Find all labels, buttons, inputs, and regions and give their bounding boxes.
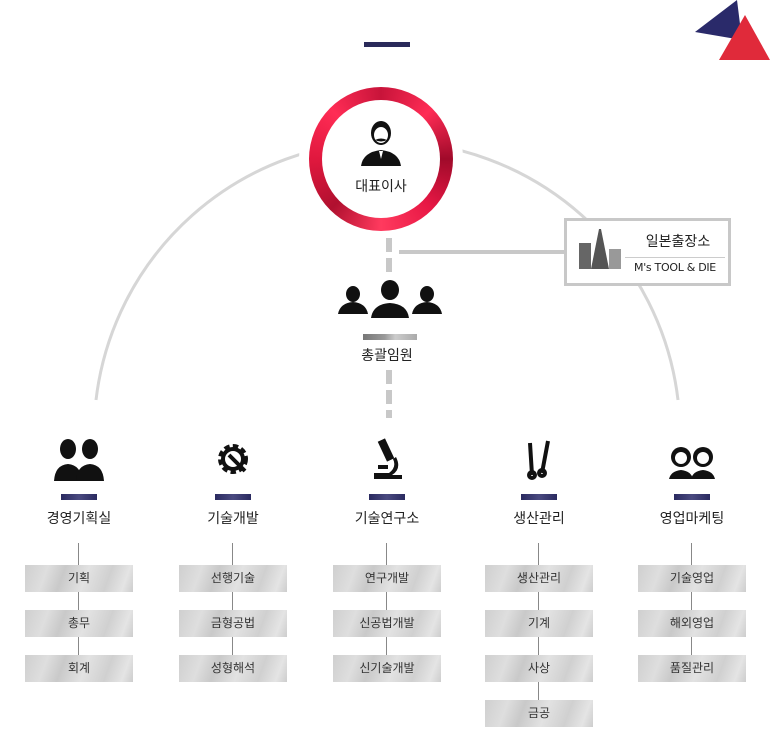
sub-team-box[interactable]: 금공 — [485, 700, 593, 727]
sub-team-box[interactable]: 회계 — [25, 655, 133, 682]
businessman-icon — [361, 121, 401, 166]
sub-team-box[interactable]: 성형해석 — [179, 655, 287, 682]
couple-icon — [54, 439, 104, 481]
microscope-icon — [374, 438, 402, 479]
department-name[interactable]: 기술개발 — [207, 511, 259, 527]
headset-icon — [669, 447, 715, 479]
department-accent-bar — [369, 494, 405, 500]
department-connector — [78, 543, 79, 655]
gear-wrench-icon — [218, 444, 248, 474]
branch-subtitle: M's TOOL & DIE — [625, 257, 725, 274]
department-connector — [691, 543, 692, 655]
ceo-node[interactable]: 대표이사 — [309, 87, 453, 231]
exec-accent-bar — [363, 334, 417, 340]
sub-team-box[interactable]: 품질관리 — [638, 655, 746, 682]
department-connector — [386, 543, 387, 655]
sub-team-box[interactable]: 신공법개발 — [333, 610, 441, 637]
city-tower-icon — [579, 229, 621, 269]
corner-decoration — [695, 0, 770, 60]
sub-team-box[interactable]: 연구개발 — [333, 565, 441, 592]
group-icon — [338, 280, 442, 318]
department-accent-bar — [674, 494, 710, 500]
sub-team-box[interactable]: 신기술개발 — [333, 655, 441, 682]
sub-team-box[interactable]: 총무 — [25, 610, 133, 637]
department-name[interactable]: 기술연구소 — [354, 511, 420, 527]
sub-team-box[interactable]: 생산관리 — [485, 565, 593, 592]
sub-team-box[interactable]: 금형공법 — [179, 610, 287, 637]
ceo-label: 대표이사 — [355, 179, 407, 195]
sub-team-box[interactable]: 선행기술 — [179, 565, 287, 592]
department-connector — [232, 543, 233, 655]
sub-team-box[interactable]: 사상 — [485, 655, 593, 682]
sub-team-box[interactable]: 기획 — [25, 565, 133, 592]
sub-team-box[interactable]: 해외영업 — [638, 610, 746, 637]
title-bar-accent — [364, 42, 410, 47]
department-accent-bar — [215, 494, 251, 500]
exec-label: 총괄임원 — [361, 348, 413, 364]
department-accent-bar — [61, 494, 97, 500]
department-accent-bar — [521, 494, 557, 500]
department-name[interactable]: 생산관리 — [513, 511, 565, 527]
branch-title: 일본출장소 — [645, 234, 711, 250]
department-name[interactable]: 경영기획실 — [46, 511, 112, 527]
tools-icon — [527, 440, 550, 480]
japan-branch-node[interactable]: 일본출장소 M's TOOL & DIE — [564, 218, 731, 286]
sub-team-box[interactable]: 기술영업 — [638, 565, 746, 592]
department-name[interactable]: 영업마케팅 — [659, 511, 725, 527]
sub-team-box[interactable]: 기계 — [485, 610, 593, 637]
